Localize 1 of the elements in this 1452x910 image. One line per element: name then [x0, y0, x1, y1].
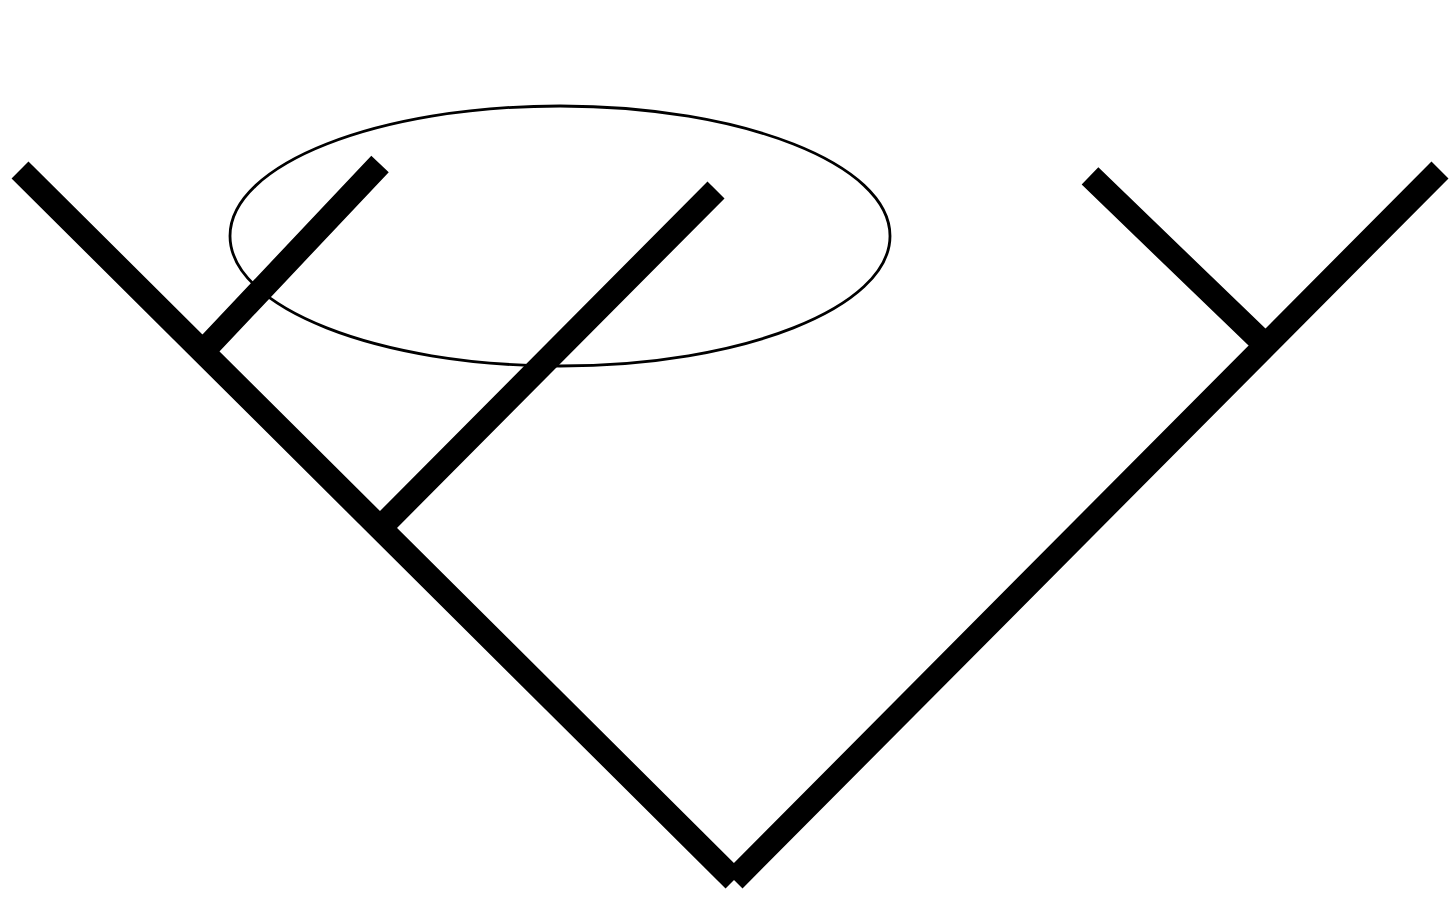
ellipse-outline: [228, 104, 892, 368]
